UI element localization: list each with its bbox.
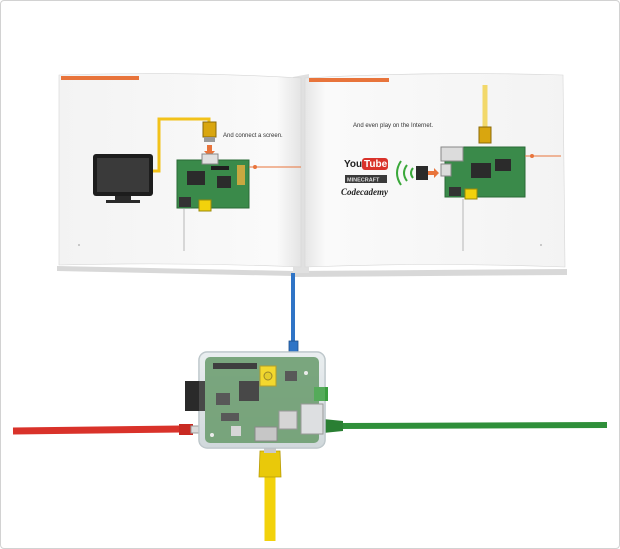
raspberry-pi-board	[176, 153, 250, 212]
book: And connect a screen. And even play on t…	[57, 73, 567, 277]
sd-slot	[185, 381, 205, 411]
codecademy-logo: Codecademy	[341, 187, 389, 197]
left-accent-bar	[61, 76, 139, 80]
minecraft-logo: MINECRAFT	[345, 175, 387, 184]
hdmi-plug	[202, 121, 217, 138]
book-edge	[57, 266, 293, 276]
soc-chip	[239, 381, 259, 401]
right-arrow-icon	[428, 168, 439, 178]
youtube-logo-tube: Tube	[364, 159, 388, 170]
ethernet-port	[278, 410, 298, 430]
audio-jack	[314, 387, 328, 401]
red-power-cable	[12, 425, 182, 435]
green-audio-cable	[336, 422, 608, 429]
book-edge	[293, 269, 567, 277]
hdmi-port	[254, 426, 278, 442]
left-diagram: And connect a screen.	[78, 117, 301, 251]
left-caption: And connect a screen.	[223, 133, 283, 139]
wifi-dongle	[416, 166, 428, 180]
right-caption: And even play on the Internet.	[353, 123, 433, 129]
youtube-logo-you: You	[344, 159, 362, 170]
minecraft-logo-text: MINECRAFT	[347, 178, 380, 184]
monitor-icon	[93, 154, 153, 203]
raspberry-pi-case	[185, 351, 328, 449]
right-accent-bar	[309, 78, 389, 82]
usb-port	[300, 403, 324, 435]
raspberry-pi-board	[440, 146, 526, 200]
gpio-header	[213, 363, 257, 369]
youtube-logo: You Tube	[344, 158, 388, 170]
wifi-icon	[396, 160, 414, 186]
right-diagram: And even play on the Internet. You Tube …	[341, 85, 561, 251]
